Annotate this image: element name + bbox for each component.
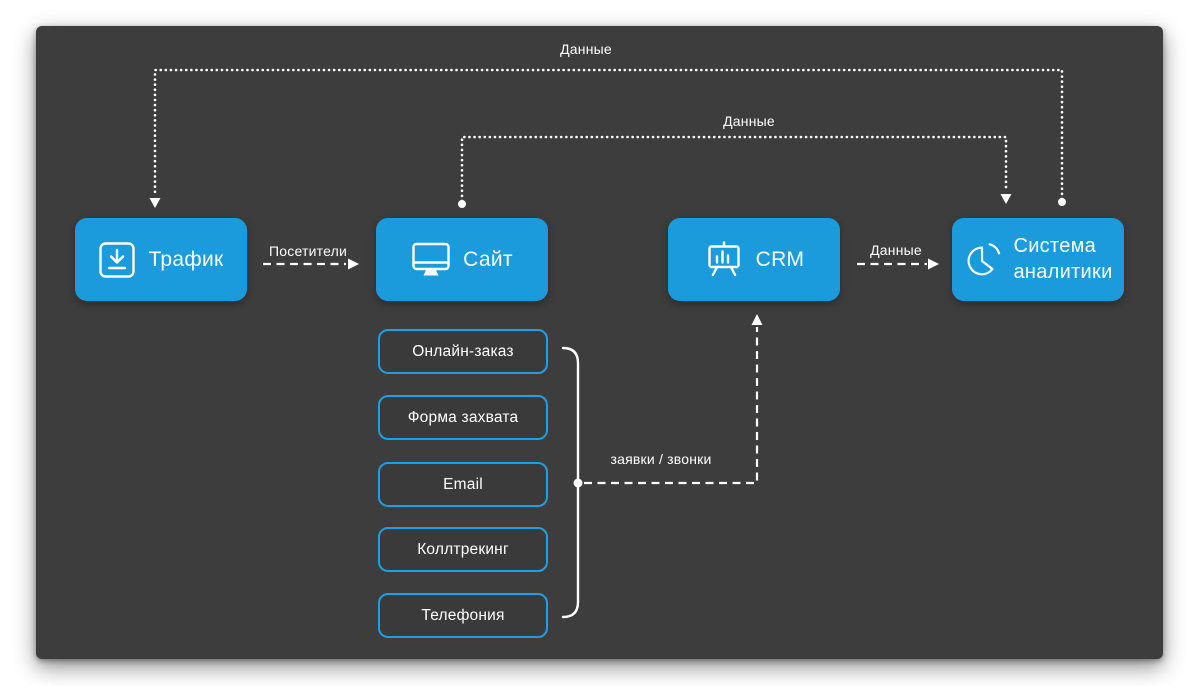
channel-label: Коллтрекинг	[417, 540, 509, 558]
channel-calltracking: Коллтрекинг	[378, 527, 548, 572]
monitor-icon	[411, 241, 451, 278]
node-site-label: Сайт	[463, 247, 513, 271]
node-analytics-label-line1: Система	[1013, 235, 1097, 257]
channel-online-order: Онлайн-заказ	[378, 329, 548, 374]
channel-capture-form: Форма захвата	[378, 395, 548, 440]
diagram-panel	[36, 26, 1163, 659]
edge-label-site-to-analytics: Данные	[723, 113, 775, 129]
node-analytics-label-line2: аналитики	[1013, 260, 1113, 283]
node-crm-label: CRM	[755, 247, 805, 271]
node-traffic: Трафик	[75, 218, 247, 301]
node-traffic-label: Трафик	[148, 247, 224, 271]
pie-chart-icon	[963, 241, 1001, 279]
channel-email: Email	[378, 462, 548, 507]
node-analytics-label: Система аналитики	[1013, 234, 1112, 285]
channel-label: Email	[443, 475, 483, 493]
presentation-chart-icon	[704, 240, 744, 280]
node-crm: CRM	[668, 218, 840, 301]
edge-label-channels-to-crm: заявки / звонки	[610, 451, 712, 467]
node-analytics: Система аналитики	[952, 218, 1124, 301]
download-icon	[98, 241, 136, 279]
channel-telephony: Телефония	[378, 593, 548, 638]
node-site: Сайт	[376, 218, 548, 301]
edge-label-analytics-to-traffic: Данные	[560, 41, 612, 57]
channel-label: Форма захвата	[407, 408, 519, 426]
channel-label: Телефония	[421, 606, 505, 624]
edge-label-crm-to-analytics: Данные	[870, 242, 922, 258]
channel-label: Онлайн-заказ	[412, 342, 514, 360]
edge-label-traffic-to-site: Посетители	[269, 243, 347, 259]
